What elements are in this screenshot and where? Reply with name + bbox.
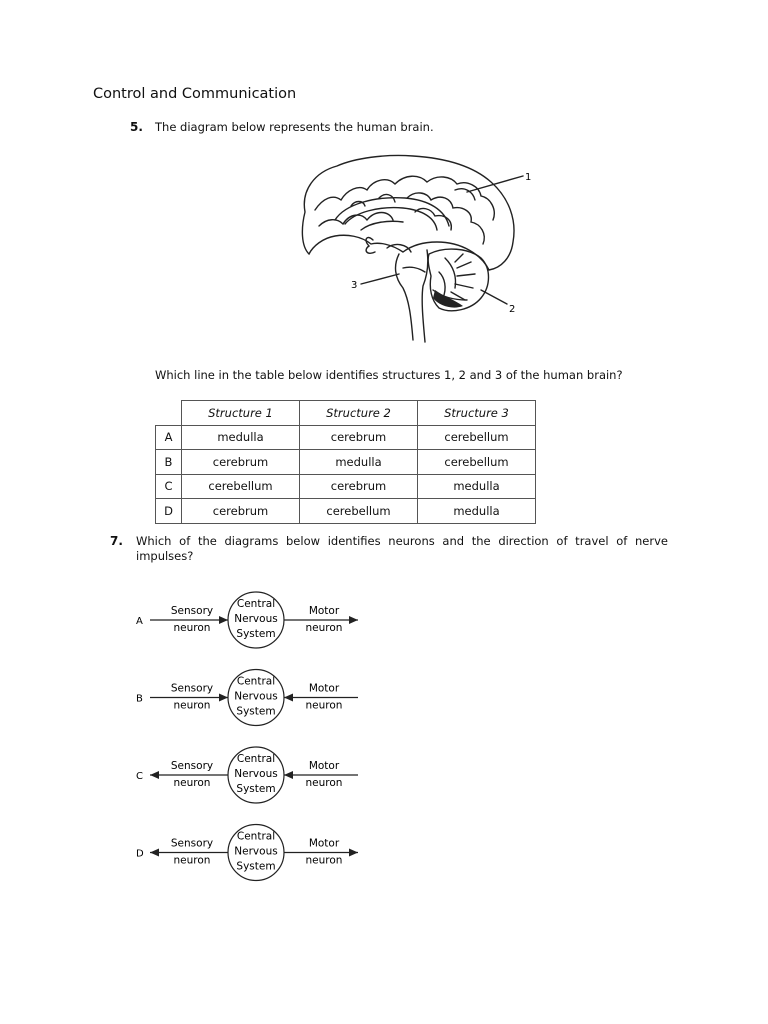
- question-7-text: Which of the diagrams below identifies n…: [136, 534, 668, 563]
- option-letter: A: [136, 616, 143, 627]
- table-cell: cerebrum: [299, 473, 418, 499]
- table-header-cell: Structure 1: [181, 400, 300, 426]
- arrowhead: [150, 848, 159, 857]
- cns-circle: [227, 823, 285, 882]
- question-7-number: 7.: [110, 534, 123, 548]
- question-5-number: 5.: [130, 120, 143, 134]
- table-cell: medulla: [417, 498, 536, 524]
- table-row: C cerebellum cerebrum medulla: [155, 473, 536, 499]
- table-header-cell: Structure 3: [417, 400, 536, 426]
- brain-diagram: 1 2 3: [301, 154, 531, 343]
- cns-label: Nervous: [234, 846, 277, 858]
- cerebrum-outline: [301, 154, 515, 271]
- cns-label: System: [236, 861, 275, 873]
- cns-label: Nervous: [234, 613, 277, 625]
- table-cell: medulla: [181, 424, 300, 450]
- row-letter: D: [155, 498, 182, 524]
- cns-label: Central: [237, 598, 275, 610]
- arrowhead: [284, 771, 293, 779]
- row-letter: B: [155, 449, 182, 475]
- arrowhead: [284, 693, 293, 702]
- row-letter: A: [155, 424, 182, 450]
- page-heading: Control and Communication: [93, 86, 297, 102]
- cns-label: Central: [237, 676, 275, 688]
- table-cell: medulla: [417, 473, 536, 499]
- brain-label-1: 1: [525, 172, 531, 183]
- cns-label: Central: [237, 753, 275, 765]
- cns-label: Nervous: [234, 768, 277, 780]
- motor-label: neuron: [306, 777, 343, 789]
- cns-label: System: [236, 706, 275, 718]
- brain-label-2: 2: [509, 304, 515, 315]
- motor-label: neuron: [306, 700, 343, 712]
- brain-label-3: 3: [351, 280, 357, 291]
- table-row: B cerebrum medulla cerebellum: [155, 449, 536, 475]
- arrowhead: [219, 693, 228, 702]
- arrowhead: [349, 616, 358, 624]
- sensory-label: Sensory: [171, 760, 213, 772]
- table-header-cell: Structure 2: [299, 400, 418, 426]
- cns-label: Nervous: [234, 691, 277, 703]
- row-letter: C: [155, 473, 182, 499]
- table-cell: cerebrum: [181, 449, 300, 475]
- motor-label: Motor: [309, 683, 340, 695]
- neuron-pathway-diagrams: ASensoryneuronCentralNervousSystemMotorn…: [136, 591, 358, 882]
- motor-label: Motor: [309, 838, 340, 850]
- cns-label: Central: [237, 831, 275, 843]
- table-cell: cerebellum: [299, 498, 418, 524]
- question-5-prompt: Which line in the table below identifies…: [155, 368, 623, 382]
- sensory-label: neuron: [174, 700, 211, 712]
- sensory-label: Sensory: [171, 838, 213, 850]
- brainstem-outline: [394, 253, 414, 341]
- table-header-row: Structure 1 Structure 2 Structure 3: [155, 400, 536, 426]
- question-5-text: The diagram below represents the human b…: [155, 120, 434, 134]
- option-letter: B: [136, 694, 143, 705]
- motor-label: Motor: [309, 605, 340, 617]
- sensory-label: Sensory: [171, 683, 213, 695]
- table-row: A medulla cerebrum cerebellum: [155, 424, 536, 450]
- motor-label: neuron: [306, 855, 343, 867]
- option-letter: D: [136, 849, 144, 860]
- table-row: D cerebrum cerebellum medulla: [155, 498, 536, 524]
- table-cell: cerebellum: [417, 424, 536, 450]
- table-cell: cerebrum: [299, 424, 418, 450]
- option-letter: C: [136, 771, 143, 782]
- sensory-label: neuron: [174, 855, 211, 867]
- table-cell: cerebellum: [417, 449, 536, 475]
- motor-label: neuron: [306, 622, 343, 634]
- table-corner-cell: [155, 400, 182, 426]
- sensory-label: Sensory: [171, 605, 213, 617]
- table-cell: cerebellum: [181, 473, 300, 499]
- arrowhead: [219, 616, 228, 624]
- motor-label: Motor: [309, 760, 340, 772]
- cns-label: System: [236, 783, 275, 795]
- sensory-label: neuron: [174, 777, 211, 789]
- structures-table: Structure 1 Structure 2 Structure 3 A me…: [155, 400, 536, 524]
- sensory-label: neuron: [174, 622, 211, 634]
- table-cell: medulla: [299, 449, 418, 475]
- cerebellum-outline: [427, 248, 490, 312]
- table-cell: cerebrum: [181, 498, 300, 524]
- cns-label: System: [236, 628, 275, 640]
- arrowhead: [349, 848, 358, 857]
- arrowhead: [150, 771, 159, 779]
